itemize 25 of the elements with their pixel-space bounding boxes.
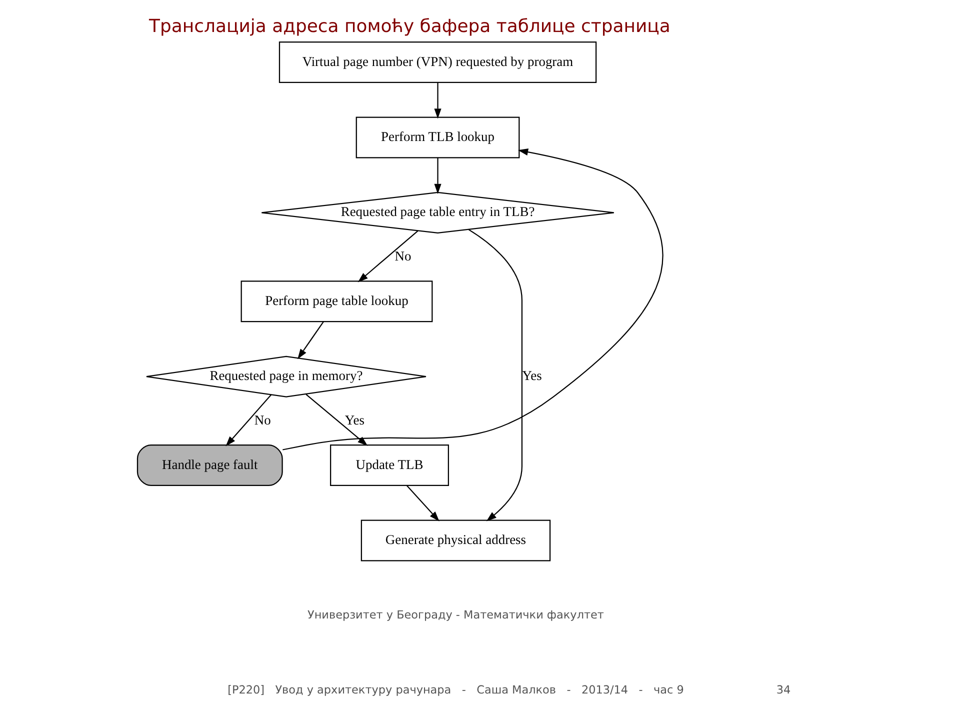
node-box: Virtual page number (VPN) requested by program — [278, 42, 597, 84]
node-box: Handle page fault — [136, 444, 283, 486]
arrow — [434, 82, 442, 119]
node-diamond: Requested page in memory? — [146, 356, 427, 398]
arrow — [226, 394, 272, 446]
label: Универзитет у Београду - Математички факултет — [307, 608, 604, 622]
arrow — [306, 394, 368, 446]
edge-label: Yes — [344, 412, 365, 428]
edge-label: No — [254, 412, 271, 428]
node-box: Update TLB — [330, 444, 449, 486]
label: 34 — [776, 684, 791, 697]
label: [P220] Увод у архитектуру рачунара - Саша Малков - 2013/14 - час 9 — [228, 684, 684, 697]
arrow — [298, 321, 324, 360]
node-box: Generate physical address — [360, 520, 551, 562]
arrow — [282, 148, 664, 450]
edge-label: No — [394, 248, 412, 264]
arrow — [434, 158, 442, 194]
diagram-title: Транслација адреса помоћу бафера таблице страница — [149, 16, 670, 37]
node-diamond: Requested page table entry in TLB? — [261, 192, 614, 234]
arrow — [358, 230, 418, 282]
edge-label: Yes — [522, 368, 542, 384]
node-box: Perform TLB lookup — [356, 116, 520, 158]
arrow — [406, 485, 440, 522]
node-box: Perform page table lookup — [240, 280, 433, 322]
arrow — [468, 229, 523, 522]
